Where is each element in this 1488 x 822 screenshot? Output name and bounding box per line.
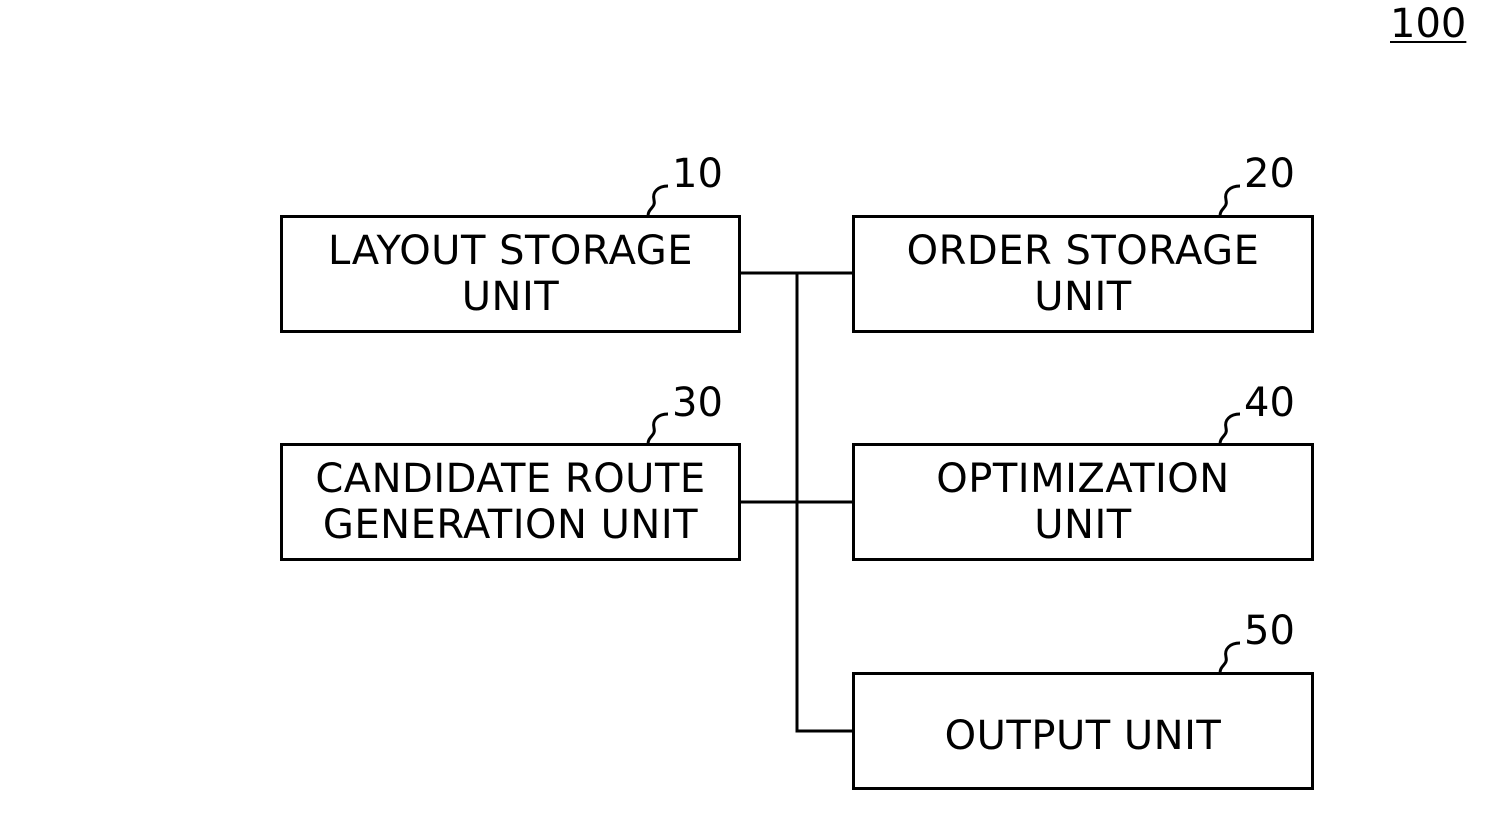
ref-label-30: 30 <box>672 383 723 423</box>
block-label-line: CANDIDATE ROUTE <box>315 456 705 502</box>
leader-line-10 <box>648 186 668 216</box>
leader-line-40 <box>1220 414 1240 444</box>
optimization-unit-block: OPTIMIZATION UNIT <box>852 443 1314 561</box>
block-label-line: UNIT <box>1034 502 1131 548</box>
ref-label-10: 10 <box>672 154 723 194</box>
ref-label-50: 50 <box>1244 611 1295 651</box>
block-label-line: LAYOUT STORAGE <box>328 228 693 274</box>
ref-label-20: 20 <box>1244 154 1295 194</box>
layout-storage-unit-block: LAYOUT STORAGE UNIT <box>280 215 741 333</box>
leader-line-30 <box>648 414 668 444</box>
block-label-line: UNIT <box>1034 274 1131 320</box>
block-label-line: ORDER STORAGE <box>907 228 1260 274</box>
leader-line-50 <box>1220 643 1240 673</box>
block-label-line: UNIT <box>462 274 559 320</box>
block-label-line: OUTPUT UNIT <box>945 713 1222 759</box>
block-label-line: OPTIMIZATION <box>936 456 1229 502</box>
leader-line-20 <box>1220 186 1240 216</box>
order-storage-unit-block: ORDER STORAGE UNIT <box>852 215 1314 333</box>
candidate-route-generation-unit-block: CANDIDATE ROUTE GENERATION UNIT <box>280 443 741 561</box>
block-label-line: GENERATION UNIT <box>323 502 698 548</box>
output-unit-block: OUTPUT UNIT <box>852 672 1314 790</box>
ref-label-40: 40 <box>1244 383 1295 423</box>
